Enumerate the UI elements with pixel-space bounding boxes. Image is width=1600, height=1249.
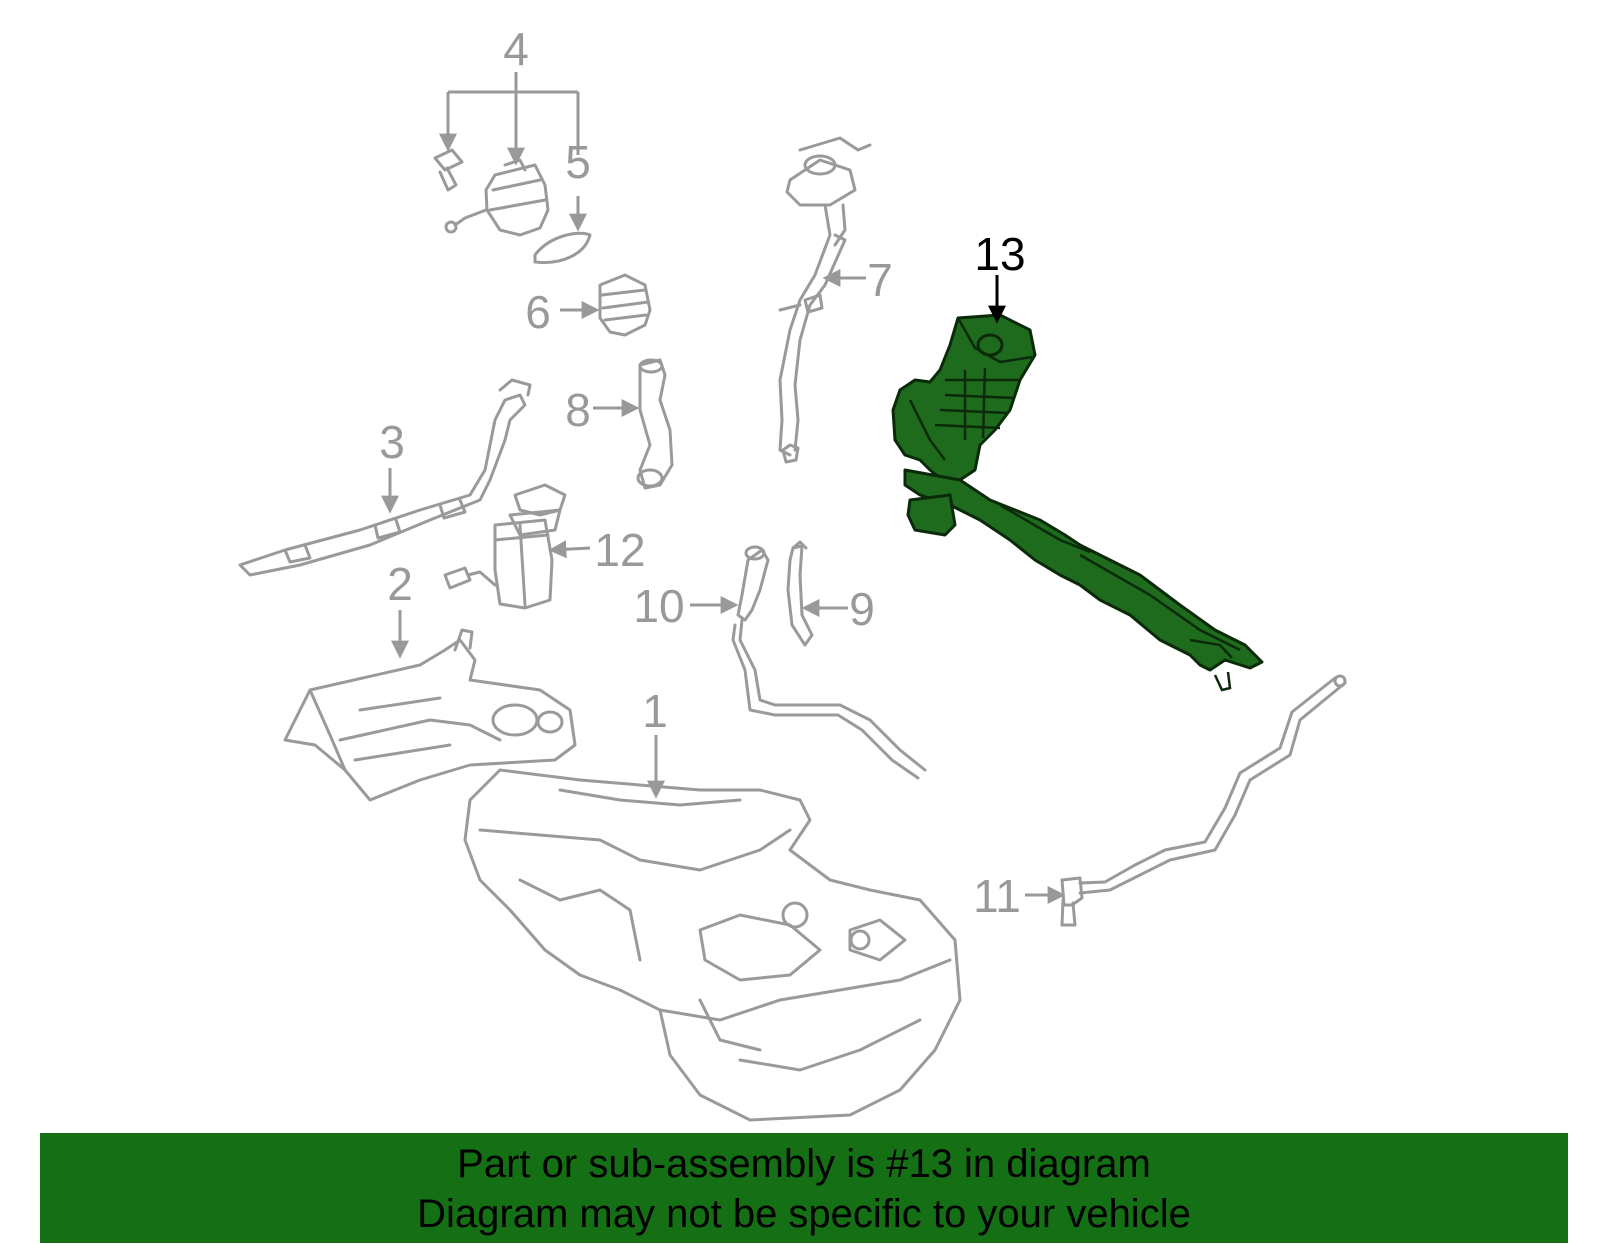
callout-2: 2	[387, 558, 413, 610]
callout-8: 8	[565, 384, 591, 436]
callout-4: 4	[503, 23, 529, 75]
part-5-gasket	[533, 231, 592, 265]
banner-line-1: Part or sub-assembly is #13 in diagram	[457, 1142, 1151, 1186]
part-4-sender-unit	[433, 148, 550, 237]
part-1-fuel-tank	[463, 768, 962, 1122]
part-8-hose	[636, 358, 674, 490]
callout-7: 7	[867, 254, 893, 306]
part-6-grommet	[598, 273, 652, 337]
part-7-filler-pipe	[778, 136, 872, 464]
part-13-filler-neck-assembly[interactable]	[891, 313, 1264, 692]
part-2-heat-shield	[283, 628, 577, 802]
callout-12: 12	[594, 524, 645, 576]
callout-13: 13	[974, 228, 1025, 280]
callout-1: 1	[642, 685, 668, 737]
callout-5: 5	[565, 136, 591, 188]
leader-lines	[381, 72, 1066, 904]
callout-6: 6	[525, 286, 551, 338]
part-3-bracket	[238, 378, 532, 577]
callout-9: 9	[849, 583, 875, 635]
part-11-line	[1060, 674, 1347, 927]
part-12-fuel-pump	[443, 483, 567, 610]
callout-11: 11	[973, 870, 1021, 922]
part-10-vent-line	[731, 545, 927, 780]
callout-3: 3	[379, 416, 405, 468]
banner-line-2: Diagram may not be specific to your vehi…	[417, 1192, 1191, 1236]
callout-10: 10	[633, 580, 684, 632]
info-banner: Part or sub-assembly is #13 in diagram D…	[40, 1133, 1568, 1243]
part-9-tube	[786, 540, 814, 647]
